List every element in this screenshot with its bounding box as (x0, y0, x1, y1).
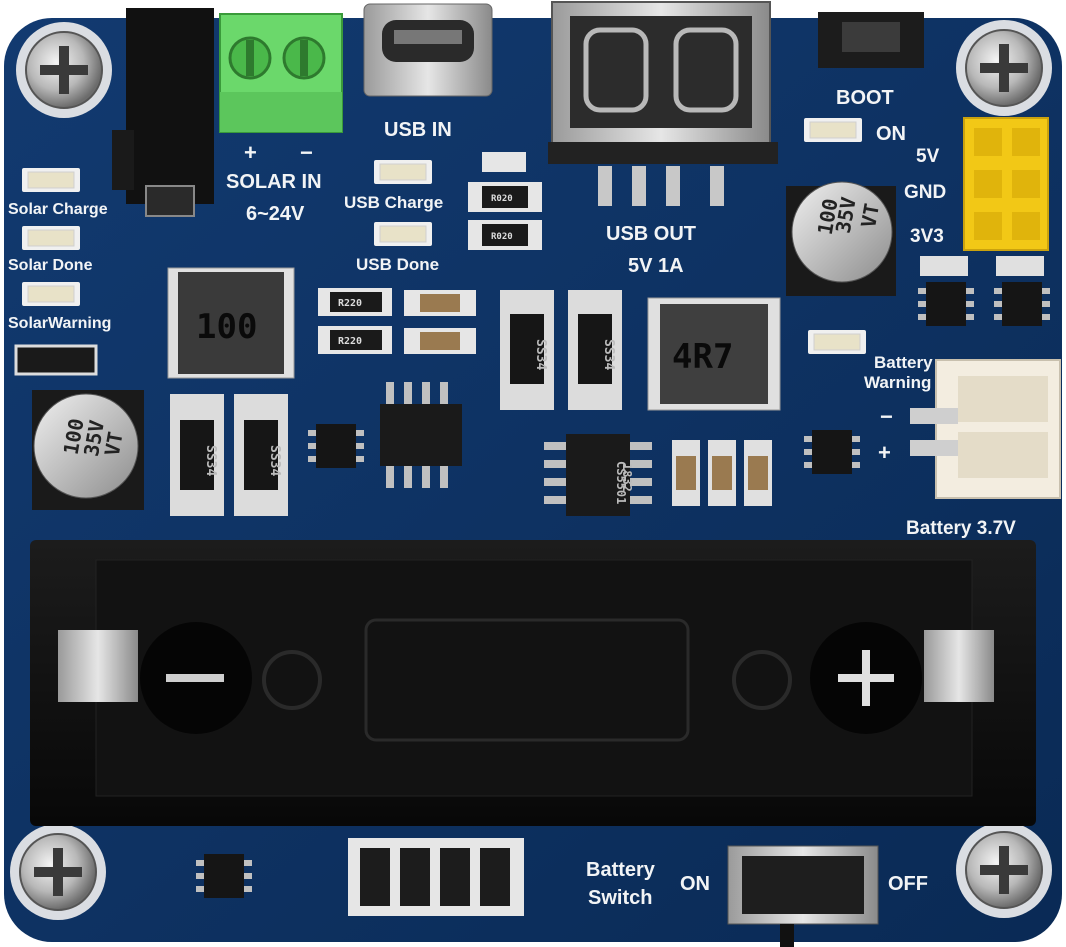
power-pin-header (963, 117, 1049, 251)
small-smd-part (482, 152, 526, 172)
usb-done-label: USB Done (356, 255, 439, 274)
resistor-r020-a: R020 (468, 182, 542, 212)
usb-done-led (373, 221, 433, 247)
usb-out-rating-label: 5V 1A (628, 255, 684, 277)
svg-text:VT: VT (856, 202, 884, 230)
mounting-screw-top-right (955, 19, 1053, 117)
svg-text:R220: R220 (338, 336, 362, 347)
solar-done-led (21, 225, 81, 251)
boot-button (818, 12, 924, 68)
transistor-right (804, 430, 860, 474)
transistor-left (308, 424, 364, 468)
inductor-left: 100 (167, 267, 295, 379)
pin-gnd-label: GND (904, 182, 946, 203)
svg-text:SS34: SS34 (601, 339, 616, 370)
solar-warning-label: SolarWarning (8, 315, 111, 332)
mounting-screw-bottom-right (955, 821, 1053, 919)
solar-warning-led (21, 281, 81, 307)
usb-out-connector (548, 1, 778, 206)
battery-switch-label-line1: Battery (586, 859, 656, 881)
solar-done-label: Solar Done (8, 257, 93, 274)
battery-slide-switch (727, 845, 879, 947)
svg-text:1832: 1832 (620, 463, 634, 492)
battery-warning-label-line2: Warning (864, 373, 931, 392)
svg-text:100: 100 (196, 307, 257, 347)
resistor-r020-b: R020 (468, 220, 542, 250)
battery-switch-label-line2: Switch (588, 887, 652, 909)
resistor-r220-b: R220 (318, 326, 392, 354)
battery-minus-label: − (880, 404, 893, 429)
solar-range-label: 6~24V (246, 203, 305, 225)
usb-in-connector (363, 3, 493, 97)
battery-warning-label-line1: Battery (874, 353, 933, 372)
svg-text:4R7: 4R7 (672, 337, 733, 377)
diode-ss34-1: SS34 (500, 290, 554, 410)
svg-text:SS34: SS34 (267, 445, 282, 476)
svg-text:R020: R020 (491, 194, 513, 204)
solar-charge-label: Solar Charge (8, 201, 108, 218)
battery-voltage-label: Battery 3.7V (906, 518, 1016, 539)
mounting-screw-bottom-left (9, 823, 107, 921)
svg-text:SS34: SS34 (203, 445, 218, 476)
inductor-right: 4R7 (647, 297, 781, 411)
battery-connector (910, 359, 1061, 499)
boot-label: BOOT (836, 87, 894, 109)
on-led (803, 117, 863, 143)
smd-capacitor-array (672, 440, 772, 506)
usb-charge-label: USB Charge (344, 193, 443, 212)
battery-level-leds (348, 838, 524, 916)
ic-cs5501: CS5501 1832 (544, 434, 652, 516)
svg-text:VT: VT (100, 430, 128, 458)
usb-charge-led (373, 159, 433, 185)
switch-on-label: ON (680, 873, 710, 895)
smd-part-left (14, 344, 98, 376)
battery-plus-label: + (878, 440, 891, 465)
solar-screw-terminal (219, 13, 343, 133)
on-led-label: ON (876, 123, 906, 145)
diode-ss34-4: SS34 (234, 394, 288, 516)
small-ic-right-b (994, 282, 1050, 326)
battery-warning-led (807, 329, 867, 355)
electrolytic-capacitor-left: 100 35V VT (32, 390, 144, 510)
smd-resistor-right-a (920, 256, 968, 276)
small-ic-right-a (918, 282, 974, 326)
solar-charge-led (21, 167, 81, 193)
pin-5v-label: 5V (916, 146, 940, 167)
svg-text:SS34: SS34 (533, 339, 548, 370)
smd-capacitors-pair (404, 290, 476, 354)
smd-resistor-right-b (996, 256, 1044, 276)
svg-text:R020: R020 (491, 232, 513, 242)
usb-out-label: USB OUT (606, 223, 696, 245)
solar-in-label: SOLAR IN (226, 171, 322, 193)
small-ic-bottom (196, 854, 252, 898)
switch-off-label: OFF (888, 873, 928, 895)
electrolytic-capacitor-right: 100 35V VT (786, 181, 896, 296)
svg-text:R220: R220 (338, 298, 362, 309)
solar-minus-label: − (300, 140, 313, 165)
resistor-r220-a: R220 (318, 288, 392, 316)
usb-in-label: USB IN (384, 119, 452, 141)
mounting-screw-top-left (15, 21, 113, 119)
dc-barrel-jack (112, 8, 214, 217)
diode-ss34-2: SS34 (568, 290, 622, 410)
ic-soic8-left (380, 382, 462, 488)
solar-plus-label: + (244, 140, 257, 165)
svg-text:CS5501: CS5501 (614, 461, 628, 504)
battery-holder (30, 540, 1036, 826)
pin-3v3-label: 3V3 (910, 226, 944, 247)
diode-ss34-3: SS34 (170, 394, 224, 516)
